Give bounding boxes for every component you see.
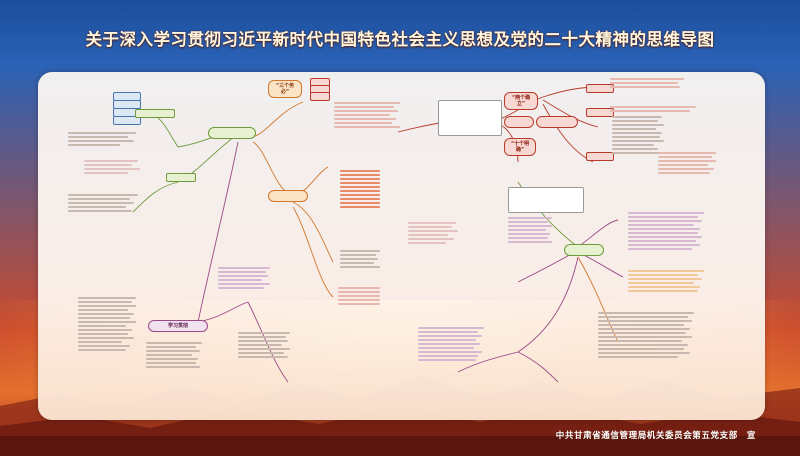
middle-text-block — [340, 250, 384, 270]
middle-text-block — [408, 222, 460, 246]
bottom-left-block — [218, 267, 274, 291]
right-text-block — [658, 152, 720, 176]
mindmap-node — [504, 116, 534, 128]
right-text-block — [612, 116, 668, 156]
bottom-left-block — [146, 342, 206, 370]
middle-text-block — [338, 287, 384, 307]
center-right-block — [628, 212, 708, 252]
mindmap-hub-three-musts: “三个务必” — [268, 80, 302, 98]
mindmap-node — [586, 108, 614, 117]
left-text-block — [68, 194, 140, 214]
mindmap-node — [438, 100, 502, 136]
mindmap-hub-ten-clarifications: “十个明确” — [504, 138, 536, 156]
mindmap-node — [536, 116, 578, 128]
central-hub — [208, 127, 256, 139]
middle-text-block — [340, 170, 384, 210]
center-right-block — [628, 270, 708, 294]
middle-text-block — [334, 102, 404, 130]
bottom-right-block — [418, 327, 488, 363]
center-right-block — [508, 217, 556, 245]
left-text-block — [84, 160, 144, 176]
mindmap-node — [166, 173, 196, 182]
mindmap-node — [113, 116, 141, 125]
mindmap-node — [310, 92, 330, 101]
mindmap-node — [586, 152, 614, 161]
page-title: 关于深入学习贯彻习近平新时代中国特色社会主义思想及党的二十大精神的思维导图 — [85, 30, 715, 49]
mindmap-hub-learning: 学习贯彻 — [148, 320, 208, 332]
mindmap-hub-report — [268, 190, 308, 202]
bottom-right-block — [598, 312, 698, 360]
left-text-block — [68, 132, 140, 148]
mindmap-node — [508, 187, 584, 213]
mindmap-panel: “三个务必” “两个确立” “十个明确” — [38, 72, 765, 420]
mindmap-hub-study — [564, 244, 604, 256]
right-text-block — [610, 78, 690, 90]
mindmap-node — [586, 84, 614, 93]
bottom-left-block — [238, 332, 294, 360]
bottom-left-block — [78, 297, 140, 353]
mindmap-node — [135, 109, 175, 118]
right-text-block — [610, 106, 700, 114]
mindmap-hub-two-establishments: “两个确立” — [504, 92, 538, 110]
footer-organization: 中共甘肃省通信管理局机关委员会第五党支部 宣 — [555, 431, 756, 441]
